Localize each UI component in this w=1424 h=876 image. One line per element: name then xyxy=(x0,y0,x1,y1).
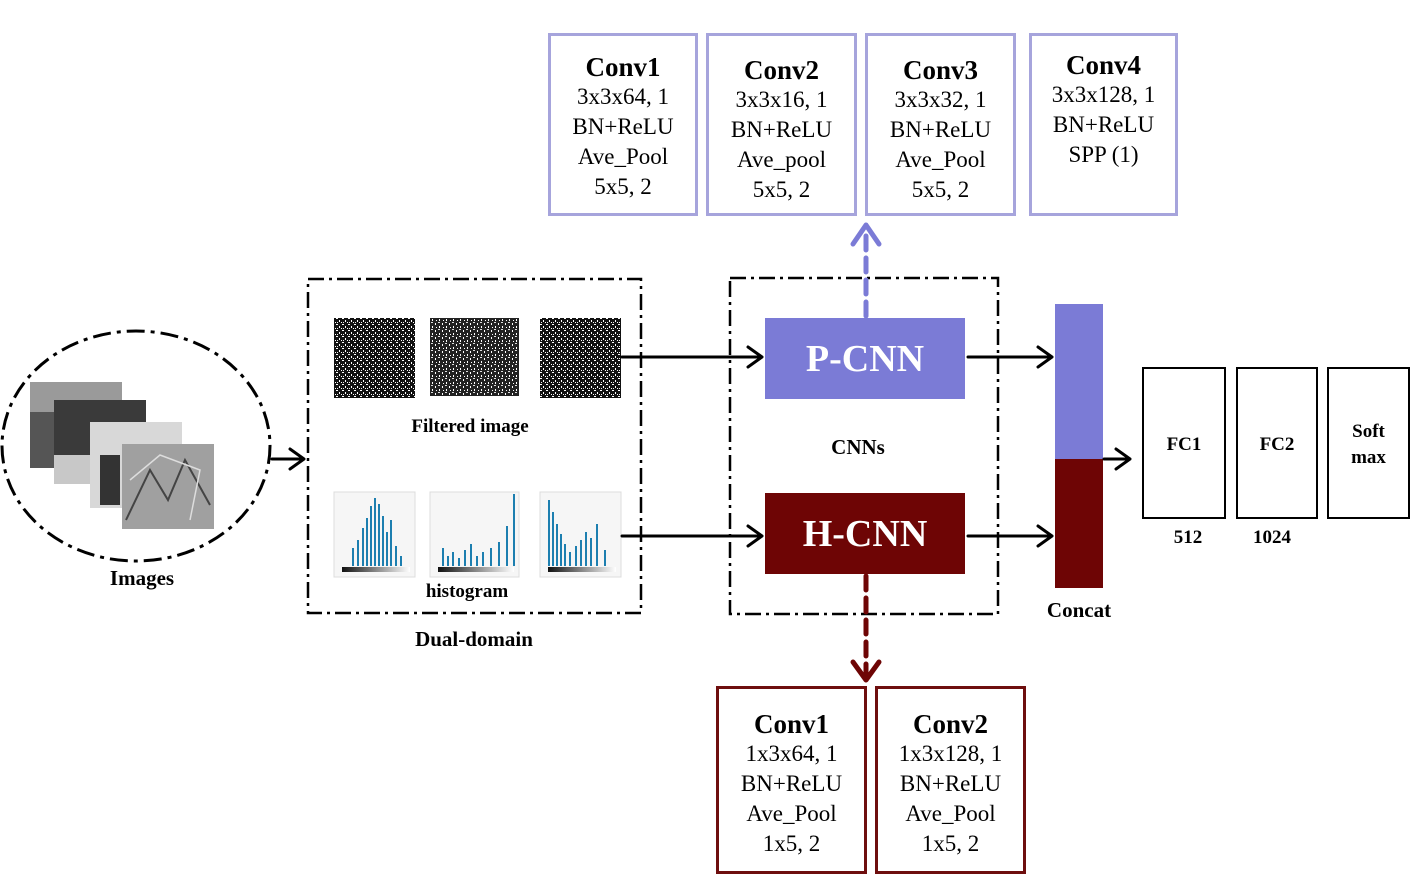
h-cnn-block xyxy=(765,493,965,574)
h-conv1-line4: 1x5, 2 xyxy=(762,831,821,856)
p-conv4-line3: SPP (1) xyxy=(1068,142,1139,167)
concat-bottom xyxy=(1055,459,1103,588)
concat-label: Concat xyxy=(1046,598,1112,622)
h-conv2-line2: BN+ReLU xyxy=(899,771,1002,796)
arrow-hcnn-to-concat xyxy=(966,524,1054,548)
fc2-box: FC2 xyxy=(1236,367,1318,519)
p-conv1-title: Conv1 xyxy=(585,52,661,82)
images-label: Images xyxy=(109,566,175,590)
p-cnn-expand-arrow xyxy=(850,222,882,319)
h-conv2-title: Conv2 xyxy=(912,709,988,739)
histogram-label: histogram xyxy=(425,581,509,602)
p-conv3-line1: 3x3x32, 1 xyxy=(894,87,987,112)
p-cnn-conv4-box: Conv4 3x3x128, 1 BN+ReLU SPP (1) xyxy=(1029,33,1178,216)
cnns-label: CNNs xyxy=(831,435,885,459)
p-conv2-line4: 5x5, 2 xyxy=(752,177,811,202)
h-conv1-line2: BN+ReLU xyxy=(740,771,843,796)
dual-domain-title: Dual-domain xyxy=(415,627,533,651)
p-conv4-line1: 3x3x128, 1 xyxy=(1051,82,1156,107)
arrow-pcnn-to-concat xyxy=(966,345,1054,369)
p-conv1-line1: 3x3x64, 1 xyxy=(577,84,669,109)
p-conv3-line4: 5x5, 2 xyxy=(911,177,970,202)
h-cnn-conv1-box: Conv1 1x3x64, 1 BN+ReLU Ave_Pool 1x5, 2 xyxy=(716,686,867,874)
concat-top xyxy=(1055,304,1103,459)
p-conv3-title: Conv3 xyxy=(902,55,978,85)
p-conv1-line2: BN+ReLU xyxy=(572,114,674,139)
fc2-label: FC2 xyxy=(1259,434,1295,455)
fc1-size: 512 xyxy=(1173,527,1203,548)
histogram-2 xyxy=(429,491,520,578)
histogram-1 xyxy=(333,491,416,578)
p-conv2-line2: BN+ReLU xyxy=(730,117,833,142)
h-conv1-line3: Ave_Pool xyxy=(746,801,837,826)
p-cnn-conv3-box: Conv3 3x3x32, 1 BN+ReLU Ave_Pool 5x5, 2 xyxy=(865,33,1016,216)
filtered-image-3 xyxy=(540,318,621,398)
p-conv3-line2: BN+ReLU xyxy=(889,117,992,142)
softmax-box: Soft max xyxy=(1327,367,1410,519)
arrow-concat-to-fc xyxy=(1102,447,1132,471)
fc1-label: FC1 xyxy=(1166,434,1202,455)
arrow-filtered-to-pcnn xyxy=(620,345,764,369)
p-conv2-line3: Ave_pool xyxy=(736,147,826,172)
h-conv2-line3: Ave_Pool xyxy=(905,801,996,826)
p-cnn-block xyxy=(765,318,965,399)
fc2-size: 1024 xyxy=(1253,527,1291,548)
p-conv2-title: Conv2 xyxy=(743,55,819,85)
h-cnn-expand-arrow xyxy=(850,573,882,683)
fc1-box: FC1 xyxy=(1142,367,1226,519)
softmax-label: Soft max xyxy=(1351,421,1386,468)
p-conv4-line2: BN+ReLU xyxy=(1052,112,1155,137)
h-conv1-line1: 1x3x64, 1 xyxy=(745,741,838,766)
h-conv2-line1: 1x3x128, 1 xyxy=(898,741,1003,766)
cnns-box xyxy=(728,276,1000,616)
p-conv4-title: Conv4 xyxy=(1065,50,1141,80)
p-cnn-label: P-CNN xyxy=(805,337,925,380)
p-cnn-conv1-box: Conv1 3x3x64, 1 BN+ReLU Ave_Pool 5x5, 2 xyxy=(548,33,698,216)
image-stack xyxy=(30,382,214,529)
filtered-image-1 xyxy=(334,318,415,398)
p-conv3-line3: Ave_Pool xyxy=(895,147,986,172)
arrow-images-to-dual xyxy=(270,447,306,471)
p-conv1-line4: 5x5, 2 xyxy=(594,174,652,199)
filtered-image-label: Filtered image xyxy=(411,416,529,437)
dual-domain-box xyxy=(306,277,643,615)
h-conv1-title: Conv1 xyxy=(753,709,829,739)
h-conv2-line4: 1x5, 2 xyxy=(921,831,980,856)
images-ellipse xyxy=(0,329,272,563)
filtered-image-2 xyxy=(430,318,519,396)
p-cnn-conv2-box: Conv2 3x3x16, 1 BN+ReLU Ave_pool 5x5, 2 xyxy=(706,33,857,216)
h-cnn-conv2-box: Conv2 1x3x128, 1 BN+ReLU Ave_Pool 1x5, 2 xyxy=(875,686,1026,874)
histogram-3 xyxy=(539,491,622,578)
arrow-hist-to-hcnn xyxy=(620,524,764,548)
p-conv1-line3: Ave_Pool xyxy=(577,144,669,169)
h-cnn-label: H-CNN xyxy=(802,512,928,555)
p-conv2-line1: 3x3x16, 1 xyxy=(735,87,828,112)
